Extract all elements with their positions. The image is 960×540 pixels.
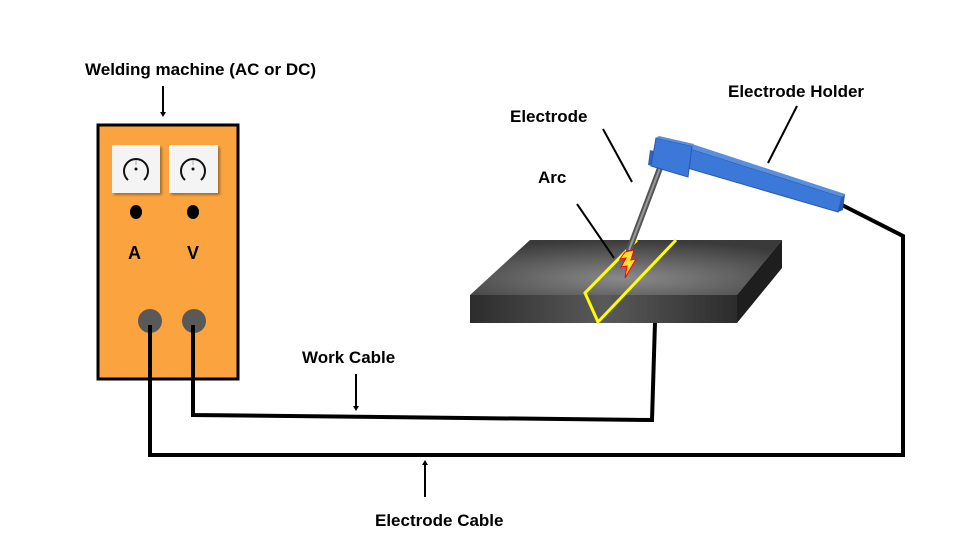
arc-spark bbox=[618, 249, 637, 279]
voltmeter-label: V bbox=[187, 243, 199, 263]
work-cable bbox=[191, 321, 657, 423]
holder-label: Electrode Holder bbox=[728, 82, 864, 101]
electrode-holder bbox=[648, 136, 845, 213]
terminal-positive bbox=[182, 309, 206, 333]
electrode-pointer bbox=[602, 128, 633, 183]
voltmeter-knob bbox=[187, 205, 199, 219]
ammeter-knob bbox=[130, 205, 142, 219]
weld-seam bbox=[583, 238, 678, 325]
holder-pointer bbox=[767, 105, 798, 164]
terminal-negative bbox=[138, 309, 162, 333]
electrode-label: Electrode bbox=[510, 107, 587, 126]
electrode-cable bbox=[148, 203, 905, 457]
gauge-icon bbox=[123, 158, 149, 181]
electrode-cable-label: Electrode Cable bbox=[375, 511, 504, 530]
gauge-icon bbox=[180, 158, 206, 181]
machine-label: Welding machine (AC or DC) bbox=[85, 60, 316, 79]
workpiece bbox=[470, 240, 782, 323]
arc-pointer bbox=[576, 203, 615, 259]
work-cable-label: Work Cable bbox=[302, 348, 395, 367]
ammeter-label: A bbox=[128, 243, 141, 263]
arc-label: Arc bbox=[538, 168, 566, 187]
